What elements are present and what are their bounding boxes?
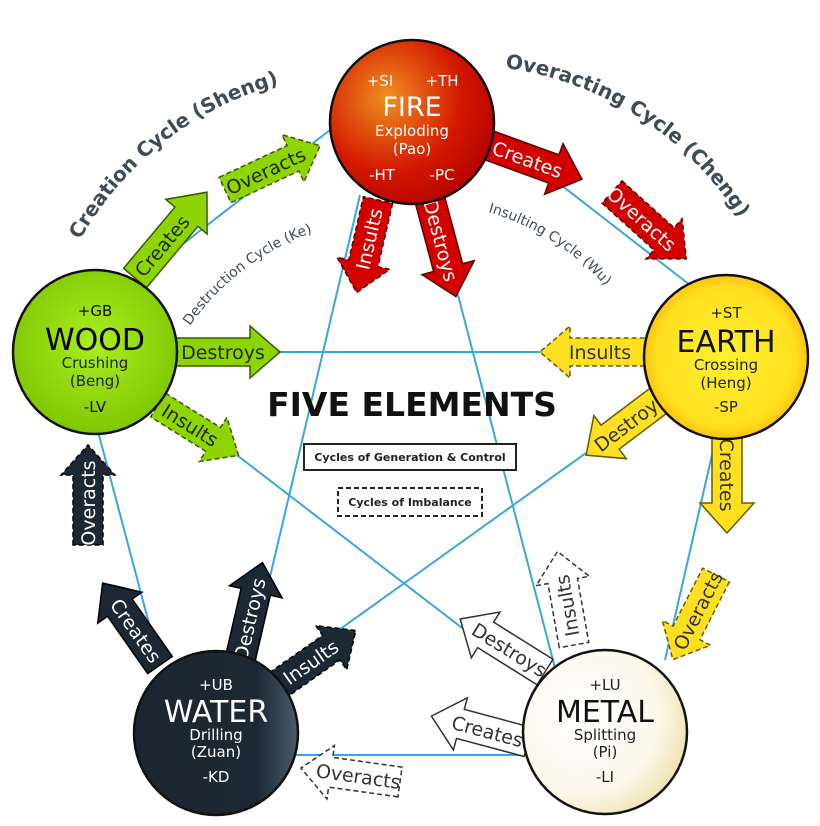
water-pinyin: (Zuan) — [191, 743, 241, 761]
arrow-earth-overacts: Overacts — [661, 567, 731, 661]
water-yang: +UB — [199, 676, 233, 694]
metal-name: METAL — [556, 695, 654, 730]
wood-pinyin: (Beng) — [70, 372, 120, 390]
element-fire: +SI +TH FIRE Exploding (Pao) -HT -PC — [328, 38, 496, 206]
element-water: +UB WATER Drilling (Zuan) -KD — [132, 649, 300, 817]
fire-pinyin: (Pao) — [393, 140, 431, 158]
arrow-water-creates: Creates — [96, 582, 174, 675]
arrow-fire-destroys: Destroys — [414, 195, 476, 298]
fire-yang-2: +TH — [425, 72, 458, 90]
earth-yin: -SP — [714, 398, 738, 416]
wood-yang: +GB — [78, 302, 112, 320]
arrow-label-insults: Insults — [569, 342, 631, 364]
wood-action: Crushing — [62, 354, 129, 372]
legend-solid-label: Cycles of Generation & Control — [314, 451, 505, 464]
wood-name: WOOD — [45, 323, 145, 358]
metal-yang: +LU — [589, 676, 620, 694]
line-earth-metal — [664, 419, 721, 661]
earth-pinyin: (Heng) — [700, 374, 751, 392]
arrow-label-overacts: Overacts — [78, 460, 100, 545]
page-title: FIVE ELEMENTS — [267, 385, 557, 424]
element-earth: +ST EARTH Crossing (Heng) -SP — [642, 273, 810, 441]
element-metal: +LU METAL Splitting (Pi) -LI — [521, 648, 689, 816]
ke-cycle-label: Destruction Cycle (Ke) — [180, 221, 314, 328]
arrow-fire-creates: Creates — [481, 129, 584, 196]
arrow-metal-insults: Insults — [534, 550, 592, 649]
element-wood: +GB WOOD Crushing (Beng) -LV — [11, 268, 179, 436]
arrow-label-overacts: Overacts — [602, 183, 680, 256]
arrow-fire-overacts: Overacts — [600, 179, 688, 260]
arrow-earth-insults: Insults — [538, 324, 646, 380]
water-action: Drilling — [189, 726, 242, 744]
arrow-earth-creates: Creates — [698, 432, 756, 535]
arrow-label-creates: Creates — [715, 438, 737, 511]
arrow-metal-overacts: Overacts — [299, 743, 403, 801]
legend-dashed: Cycles of Imbalance — [337, 487, 483, 517]
fire-yin-1: -HT — [369, 166, 396, 184]
arrow-metal-creates: Creates — [430, 696, 533, 758]
wood-yin: -LV — [84, 398, 107, 416]
arrow-fire-insults: Insults — [335, 195, 394, 294]
fire-action: Exploding — [375, 122, 449, 140]
arrow-water-destroys: Destroys — [224, 561, 284, 665]
water-name: WATER — [164, 695, 268, 730]
earth-name: EARTH — [676, 325, 775, 360]
wu-cycle-label: Insulting Cycle (Wu) — [487, 200, 614, 288]
arrow-wood-overacts-top: Overacts — [218, 133, 322, 204]
arrow-water-overacts: Overacts — [59, 443, 117, 546]
metal-pinyin: (Pi) — [593, 743, 618, 761]
earth-yang: +ST — [710, 304, 742, 322]
fire-yang-1: +SI — [367, 72, 394, 90]
arrow-label-destroys: Destroys — [181, 342, 265, 364]
legend-solid: Cycles of Generation & Control — [303, 443, 517, 471]
water-yin: -KD — [203, 768, 230, 786]
arrow-wood-destroys: Destroys — [174, 324, 282, 380]
metal-action: Splitting — [574, 726, 636, 744]
earth-action: Crossing — [694, 356, 758, 374]
fire-yin-2: -PC — [430, 166, 455, 184]
legend-dashed-label: Cycles of Imbalance — [348, 496, 471, 509]
metal-yin: -LI — [596, 768, 614, 786]
fire-name: FIRE — [382, 92, 441, 123]
